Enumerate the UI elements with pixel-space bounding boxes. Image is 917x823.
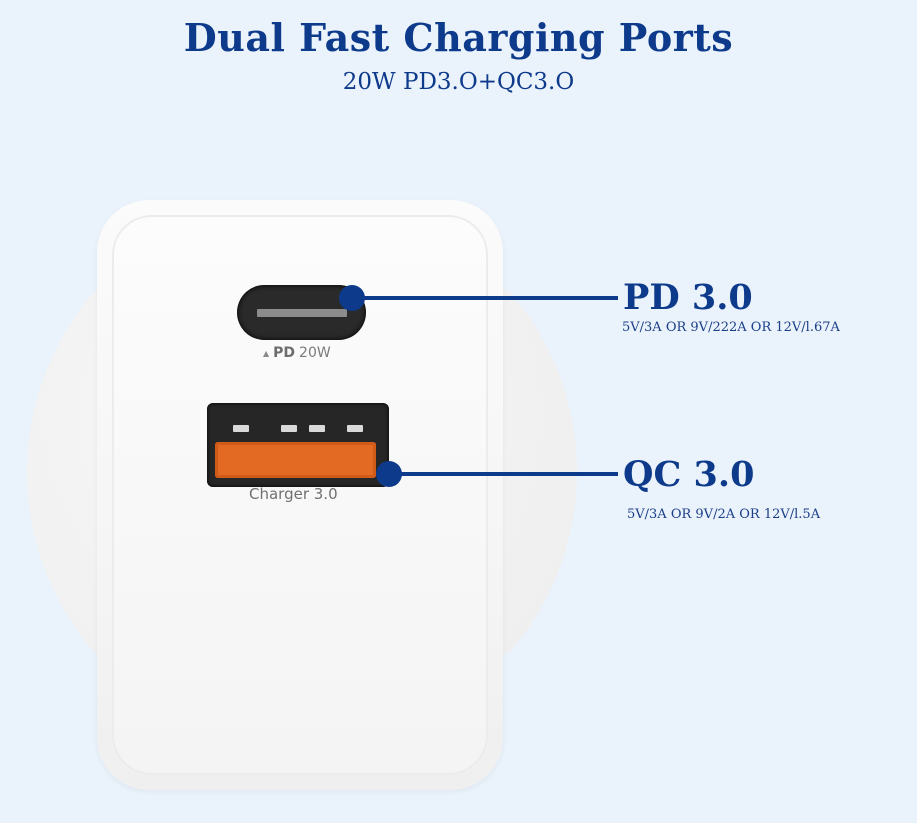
page-subtitle: 20W PD3.O+QC3.O: [342, 69, 575, 95]
page-title: Dual Fast Charging Ports: [183, 15, 734, 60]
usb-c-label-brand: PD: [273, 345, 296, 361]
usb-a-tongue: [215, 442, 376, 478]
usb-a-port: [207, 403, 389, 487]
usb-a-pin: [309, 425, 325, 432]
pd-callout-title: PD 3.0: [623, 277, 753, 318]
usb-c-label: ▲ PD 20W: [263, 345, 331, 361]
qc-callout-title: QC 3.0: [623, 454, 755, 495]
pd-leader-line: [352, 296, 618, 300]
pd-marker-dot: [339, 285, 365, 311]
pd-callout-spec: 5V/3A OR 9V/222A OR 12V/l.67A: [622, 320, 840, 335]
usb-a-pin: [233, 425, 249, 432]
qc-marker-dot: [376, 461, 402, 487]
qc-leader-line: [389, 472, 618, 476]
usb-c-tongue: [257, 309, 347, 317]
triangle-icon: ▲: [263, 348, 270, 358]
usb-a-pin: [281, 425, 297, 432]
usb-a-pin: [347, 425, 363, 432]
qc-callout-spec: 5V/3A OR 9V/2A OR 12V/l.5A: [627, 507, 821, 522]
usb-a-label: Charger 3.0: [249, 485, 338, 503]
usb-c-label-power: 20W: [299, 345, 331, 361]
